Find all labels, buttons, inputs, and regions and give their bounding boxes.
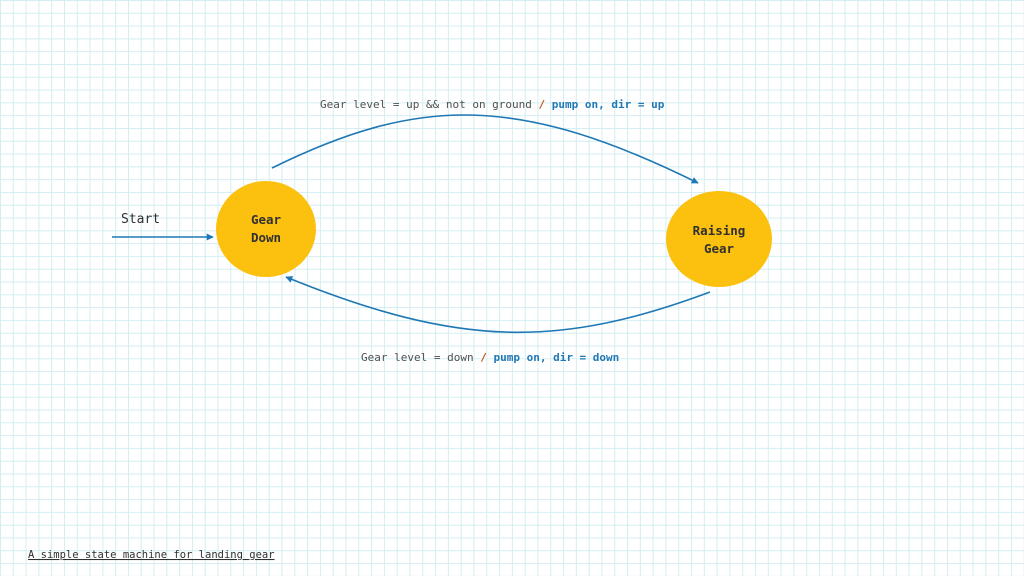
transition-condition-to-down: Gear level = down bbox=[361, 351, 474, 364]
transition-action-to-down: pump on, dir = down bbox=[493, 351, 619, 364]
state-raising-gear-line2: Gear bbox=[704, 241, 735, 256]
state-raising-gear: Raising Gear bbox=[666, 191, 772, 287]
state-raising-gear-line1: Raising bbox=[693, 223, 746, 238]
state-gear-down-line2: Down bbox=[251, 230, 281, 245]
transition-arrow-to-down bbox=[285, 276, 711, 334]
transition-separator-to-down: / bbox=[480, 351, 487, 364]
transition-action-to-raising: pump on, dir = up bbox=[552, 98, 665, 111]
state-gear-down-line1: Gear bbox=[251, 212, 282, 227]
state-gear-down: Gear Down bbox=[216, 181, 316, 277]
diagram-caption: A simple state machine for landing gear bbox=[28, 549, 275, 561]
transition-label-to-down: Gear level = down / pump on, dir = down bbox=[361, 351, 619, 364]
start-label: Start bbox=[121, 212, 160, 227]
transition-condition-to-raising: Gear level = up && not on ground bbox=[320, 98, 532, 111]
transition-separator-to-raising: / bbox=[539, 98, 546, 111]
transition-label-to-raising: Gear level = up && not on ground / pump … bbox=[320, 98, 665, 111]
transition-arrow-to-raising bbox=[271, 114, 699, 184]
